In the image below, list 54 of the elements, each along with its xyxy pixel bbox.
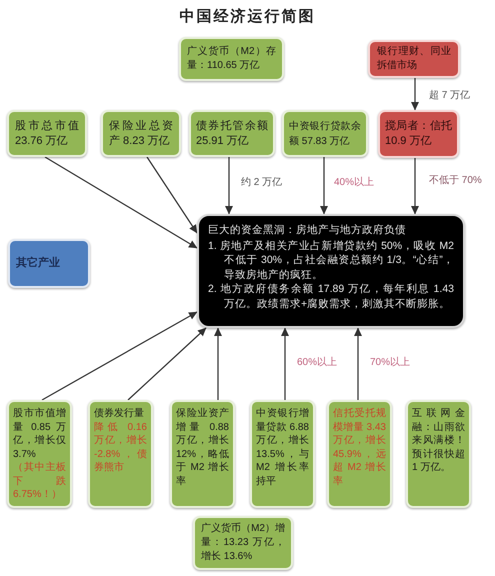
indicator-box [101,110,181,157]
growth-box [7,400,72,508]
box-text: 降低 0.16 万亿，增长 -2.8%，债券熊市 [94,420,147,474]
growth-box [250,400,315,508]
list-item: 1. 房地产及相关产业占新增贷款约 50%，吸收 M2 不低于 30%，占社会融资总额约 1/3。“心结”，导致房地产的疯狂。 [208,238,454,282]
edge-label: 40%以上 [333,177,376,189]
box-text: 股市总市值 23.76 万亿 [15,118,79,148]
arrow [354,328,362,400]
arrow [411,78,419,110]
box-text: 中资银行增量贷款 6.88 万亿，增长 13.5%，与 M2 增长率持平 [256,407,309,488]
box-text: 其它产业 [16,256,61,271]
growth-box [406,400,471,508]
arrow [44,156,198,249]
box-text: 债券托管余额 25.91 万亿 [196,118,268,148]
summary-box [197,214,465,328]
diagram-title: 中国经济运行简图 [178,6,316,26]
box-text: 股市市值增量 0.85 万亿，增长仅 3.7% [13,407,66,461]
money-supply-box [193,516,293,570]
growth-box [170,400,235,508]
box-text: 银行理财、同业拆借市场 [377,45,451,73]
arrow [281,328,289,400]
industry-box [8,239,90,288]
box-text: 中资银行贷款余额 57.83 万亿 [289,120,361,148]
box-text: 债券发行量 [94,407,145,420]
box-text: 广义货币（M2）存量：110.65 万亿 [187,45,276,73]
arrow [128,328,206,400]
growth-box [88,400,153,508]
edge-label: 约 2 万亿 [240,177,284,189]
box-text: 互联网金融：山雨欲来风满楼！预计很快超 1 万亿。 [412,407,465,474]
box-text: 搅局者：信托 10.9 万亿 [385,119,452,149]
indicator-box [7,110,87,157]
arrow [225,157,233,214]
indicator-box [189,110,275,157]
growth-box [327,400,392,508]
indicator-box [282,110,368,157]
arrow [214,328,222,400]
trust-box [378,110,459,158]
arrow [320,157,328,214]
arrow [146,156,198,234]
arrow [42,311,198,401]
summary-heading: 巨大的资金黑洞：房地产与地方政府负债 [208,223,407,238]
edge-label: 70%以上 [369,357,412,369]
arrow [411,158,419,214]
edge-label: 60%以上 [296,357,338,369]
box-text: 广义货币（M2）增量：13.23 万亿，增长 13.6% [201,522,285,564]
box-text: 保险业资产增量 0.88 万亿，增长 12%，略低于 M2 增长率 [176,407,229,488]
box-text: 信托受托规模增量 3.43 万亿，增长 45.9%，远超 M2 增长率 [333,407,386,488]
edge-label: 不低于 70% [428,175,483,187]
market-box [368,40,460,78]
list-item: 2. 地方政府债务余额 17.89 万亿，每年利息 1.43 万亿。政绩需求+腐败需求，刺激其不断膨胀。 [208,282,454,311]
box-text: （其中主板下跌 6.75%！） [13,461,66,502]
edge-label: 超 7 万亿 [428,90,472,102]
box-text: 保险业总资产 8.23 万亿 [109,118,173,148]
money-supply-box [179,37,284,81]
